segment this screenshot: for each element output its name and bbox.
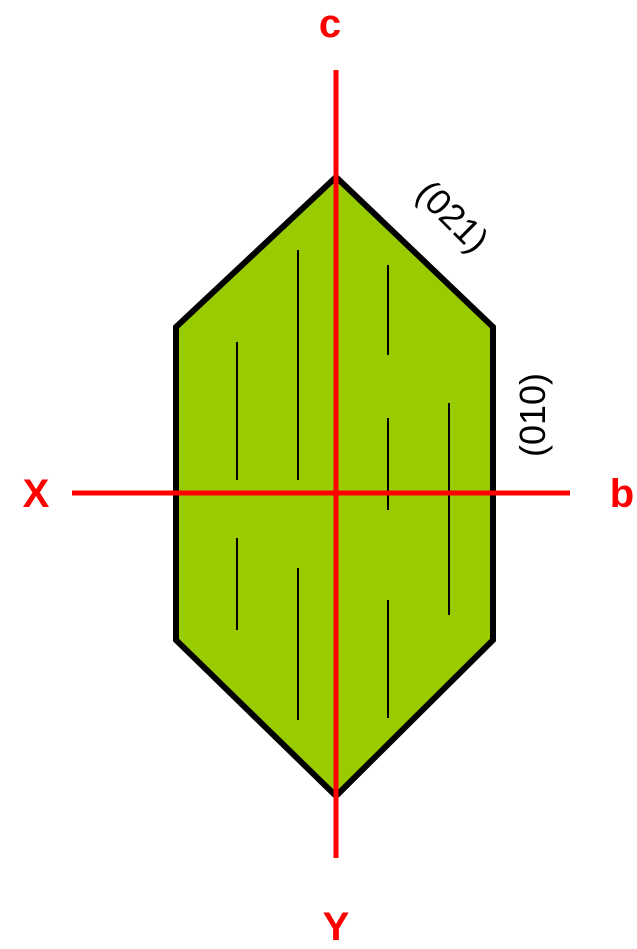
face-label-021: (021) bbox=[409, 172, 497, 260]
c-axis-label: c bbox=[319, 2, 341, 46]
x-axis-label: X bbox=[23, 472, 50, 516]
y-axis-label: Y bbox=[323, 905, 350, 949]
face-label-010: (010) bbox=[512, 373, 553, 457]
b-axis-label: b bbox=[610, 472, 634, 516]
